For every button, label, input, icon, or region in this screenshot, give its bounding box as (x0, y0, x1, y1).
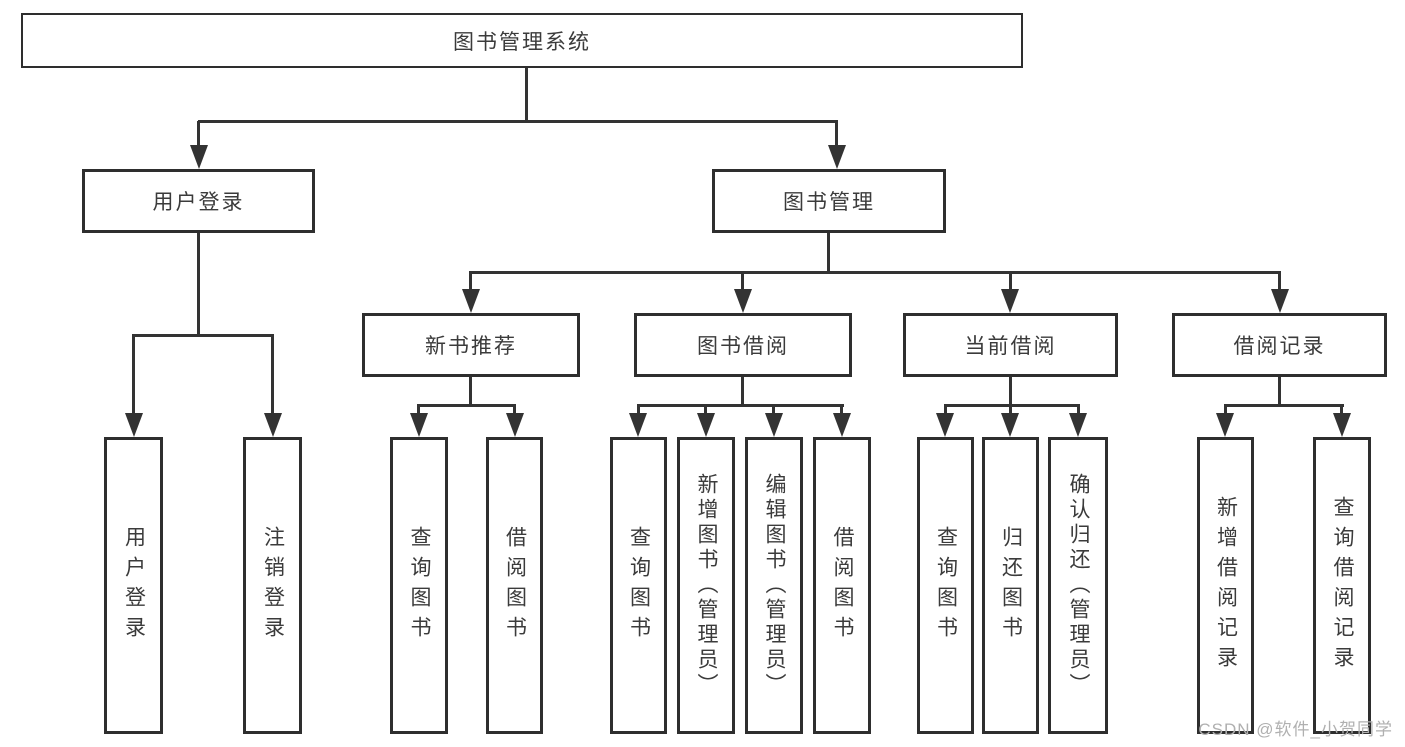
leaf-query-borrow-record: 查询借阅记录 (1313, 437, 1371, 734)
connector-stem (417, 405, 420, 415)
arrowhead-down (765, 413, 783, 437)
connector-hline (1224, 404, 1344, 407)
connector-vline (197, 233, 200, 337)
connector-stem (704, 405, 707, 415)
connector-stem (469, 272, 472, 292)
connector-vline (741, 377, 744, 406)
leaf-query-books: 查询图书 (390, 437, 448, 734)
connector-stem (132, 335, 135, 415)
leaf-label: 用户登录 (122, 525, 146, 646)
leaf-label: 新增图书（管理员） (695, 473, 718, 698)
leaf-label: 借阅图书 (831, 525, 854, 646)
node-label: 图书管理 (783, 191, 875, 214)
connector-stem (1009, 272, 1012, 292)
connector-stem (840, 405, 843, 415)
connector-vline (469, 377, 472, 406)
connector-hline (637, 404, 844, 407)
connector-stem (197, 121, 200, 148)
connector-stem (835, 121, 838, 148)
arrowhead-down (828, 145, 846, 169)
leaf-label: 查询图书 (408, 525, 431, 646)
leaf-label: 确认归还（管理员） (1067, 473, 1090, 698)
leaf-user-login: 用户登录 (104, 437, 163, 734)
arrowhead-down (125, 413, 143, 437)
leaf-label: 查询图书 (627, 525, 651, 646)
arrowhead-down (462, 289, 480, 313)
leaf-add-books-admin: 新增图书（管理员） (677, 437, 735, 734)
arrowhead-down (1069, 413, 1087, 437)
leaf-label: 编辑图书（管理员） (763, 473, 786, 698)
connector-stem (772, 405, 775, 415)
leaf-label: 借阅图书 (503, 525, 527, 646)
leaf-query-books: 查询图书 (917, 437, 974, 734)
leaf-borrow-books: 借阅图书 (486, 437, 543, 734)
leaf-borrow-books: 借阅图书 (813, 437, 871, 734)
leaf-label: 注销登录 (261, 525, 285, 646)
node-new-book-recommendation: 新书推荐 (362, 313, 580, 377)
arrowhead-down (734, 289, 752, 313)
connector-vline (827, 233, 830, 274)
arrowhead-down (629, 413, 647, 437)
connector-stem (944, 405, 947, 415)
arrowhead-down (1001, 413, 1019, 437)
leaf-add-borrow-record: 新增借阅记录 (1197, 437, 1254, 734)
connector-hline (469, 271, 1281, 274)
node-label: 图书管理系统 (453, 30, 591, 54)
csdn-watermark: CSDN @软件_小贺同学 (1198, 720, 1393, 739)
leaf-label: 查询图书 (934, 525, 958, 646)
arrowhead-down (506, 413, 524, 437)
node-book-management: 图书管理 (712, 169, 946, 233)
connector-hline (132, 334, 274, 337)
leaf-edit-books-admin: 编辑图书（管理员） (745, 437, 803, 734)
node-borrowing-records: 借阅记录 (1172, 313, 1387, 377)
node-label: 图书借阅 (697, 335, 789, 358)
connector-stem (513, 405, 516, 415)
arrowhead-down (697, 413, 715, 437)
leaf-label: 查询借阅记录 (1331, 495, 1354, 676)
connector-stem (741, 272, 744, 292)
leaf-query-books: 查询图书 (610, 437, 667, 734)
node-label: 用户登录 (152, 191, 245, 214)
connector-stem (1009, 405, 1012, 415)
connector-vline (525, 68, 528, 123)
leaf-label: 新增借阅记录 (1214, 495, 1238, 676)
connector-stem (1224, 405, 1227, 415)
leaf-label: 归还图书 (999, 525, 1023, 646)
connector-stem (1340, 405, 1343, 415)
arrowhead-down (1271, 289, 1289, 313)
leaf-confirm-return-admin: 确认归还（管理员） (1048, 437, 1108, 734)
arrowhead-down (833, 413, 851, 437)
connector-vline (1278, 377, 1281, 406)
arrowhead-down (936, 413, 954, 437)
connector-hline (944, 404, 1080, 407)
connector-stem (1077, 405, 1080, 415)
node-library-management-system: 图书管理系统 (21, 13, 1023, 68)
node-label: 当前借阅 (964, 335, 1057, 358)
node-current-borrowing: 当前借阅 (903, 313, 1118, 377)
node-user-login: 用户登录 (82, 169, 315, 233)
leaf-return-books: 归还图书 (982, 437, 1039, 734)
arrowhead-down (264, 413, 282, 437)
node-book-borrowing: 图书借阅 (634, 313, 852, 377)
arrowhead-down (1001, 289, 1019, 313)
connector-hline (198, 120, 838, 123)
arrowhead-down (190, 145, 208, 169)
arrowhead-down (410, 413, 428, 437)
connector-stem (271, 335, 274, 415)
node-label: 借阅记录 (1233, 335, 1326, 358)
node-label: 新书推荐 (425, 335, 517, 358)
leaf-logout: 注销登录 (243, 437, 302, 734)
arrowhead-down (1216, 413, 1234, 437)
connector-hline (417, 404, 516, 407)
arrowhead-down (1333, 413, 1351, 437)
connector-stem (1278, 272, 1281, 292)
connector-vline (1009, 377, 1012, 406)
connector-stem (637, 405, 640, 415)
